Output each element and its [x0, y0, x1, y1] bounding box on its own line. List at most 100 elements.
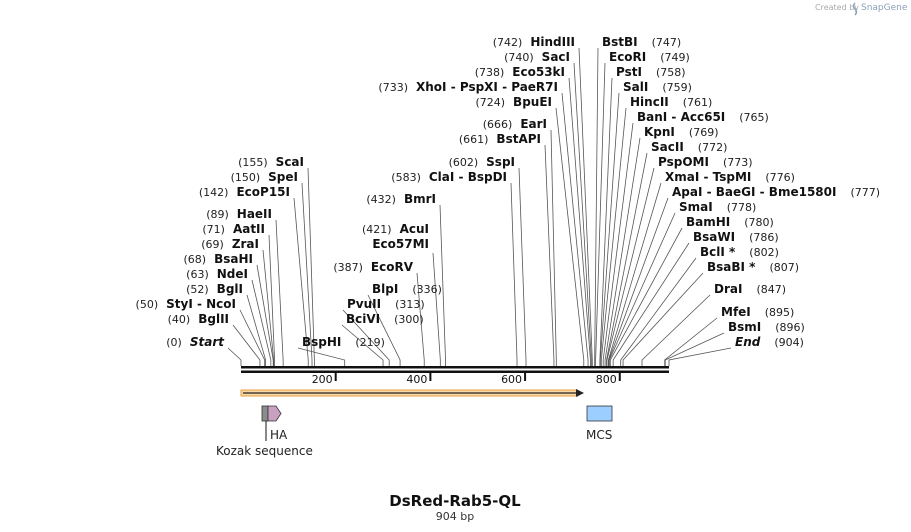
cut-line-sacI: [573, 62, 592, 366]
site-claI[interactable]: ClaI - BspDI(583): [391, 170, 507, 184]
kozak-feature[interactable]: [261, 405, 269, 422]
site-mfeI[interactable]: MfeI(895): [721, 305, 794, 319]
cut-line-earI: [550, 129, 557, 366]
site-bmrI[interactable]: BmrI(432): [366, 192, 436, 206]
site-styI[interactable]: StyI - NcoI(50): [136, 297, 236, 311]
site-name: AcuI: [400, 222, 429, 236]
site-ecoP15I[interactable]: EcoP15I(142): [199, 185, 290, 199]
site-bstBI[interactable]: BstBI(747): [602, 35, 681, 49]
site-earI[interactable]: EarI(666): [483, 117, 547, 131]
site-position: (142): [199, 186, 229, 199]
site-name: BsaBI *: [707, 260, 756, 274]
mcs-feature[interactable]: [586, 405, 613, 422]
cut-line-bstAPI: [544, 144, 555, 366]
site-name: EcoRI: [609, 50, 646, 64]
site-position: (786): [749, 231, 779, 244]
site-position: (765): [739, 111, 769, 124]
ha-label: HA: [270, 428, 288, 442]
ha-feature[interactable]: [267, 405, 282, 422]
cut-line-hindIII: [578, 47, 593, 366]
cut-line-ecoRI: [595, 62, 606, 366]
site-smaI[interactable]: SmaI(778): [679, 200, 756, 214]
cut-line-pspOMI: [606, 167, 655, 366]
site-bamHI[interactable]: BamHI(780): [686, 215, 774, 229]
ruler-tick: [618, 373, 621, 381]
site-sacI[interactable]: SacI(740): [504, 50, 570, 64]
site-bsaBI[interactable]: BsaBI *(807): [707, 260, 799, 274]
cut-line-ndeI: [251, 279, 272, 366]
site-position: (802): [749, 246, 779, 259]
site-eco53kI[interactable]: Eco53kI(738): [475, 65, 565, 79]
site-scaI[interactable]: ScaI(155): [238, 155, 304, 169]
cut-line-bspHI: [297, 347, 346, 366]
site-haeII[interactable]: HaeII(89): [206, 207, 272, 221]
site-zraI[interactable]: ZraI(69): [201, 237, 259, 251]
site-bspHI[interactable]: BspHI(219): [302, 335, 385, 349]
site-banI[interactable]: BanI - Acc65I(765): [637, 110, 769, 124]
site-apaI[interactable]: ApaI - BaeGI - Bme1580I(777): [672, 185, 880, 199]
site-bstAPI[interactable]: BstAPI(661): [459, 132, 541, 146]
site-bpuEI[interactable]: BpuEI(724): [475, 95, 552, 109]
kozak-label: Kozak sequence: [216, 444, 313, 458]
site-name: BsmI: [728, 320, 761, 334]
site-draI[interactable]: DraI(847): [714, 282, 786, 296]
site-bclI[interactable]: BclI *(802): [700, 245, 779, 259]
site-position: (336): [412, 283, 442, 296]
site-hincII[interactable]: HincII(761): [630, 95, 712, 109]
cut-line-bmrI: [439, 204, 446, 366]
site-acuI[interactable]: AcuI(421)Eco57MI: [362, 222, 429, 251]
cut-line-apaI: [608, 197, 669, 366]
site-pspOMI[interactable]: PspOMI(773): [658, 155, 753, 169]
site-position: (50): [136, 298, 159, 311]
site-sspI[interactable]: SspI(602): [449, 155, 515, 169]
site-name: MfeI: [721, 305, 751, 319]
site-position: (740): [504, 51, 534, 64]
site-end[interactable]: End(904): [735, 335, 804, 349]
site-kpnI[interactable]: KpnI(769): [644, 125, 719, 139]
site-ndeI[interactable]: NdeI(63): [186, 267, 248, 281]
site-salI[interactable]: SalI(759): [623, 80, 692, 94]
site-xmaI[interactable]: XmaI - TspMI(776): [665, 170, 795, 184]
site-hindIII[interactable]: HindIII(742): [493, 35, 575, 49]
site-aatII[interactable]: AatII(71): [202, 222, 265, 236]
site-position: (666): [483, 118, 513, 131]
site-name: End: [735, 335, 761, 349]
site-name: PvuII: [347, 297, 381, 311]
cut-line-claI: [510, 182, 518, 366]
cut-line-bpuEI: [555, 107, 585, 366]
site-ecoRV[interactable]: EcoRV(387): [333, 260, 413, 274]
site-bciVI[interactable]: BciVI(300): [346, 312, 424, 326]
site-blpI[interactable]: BlpI(336): [372, 282, 442, 296]
site-name: ScaI: [276, 155, 304, 169]
site-position: (759): [662, 81, 692, 94]
site-bsaWI[interactable]: BsaWI (786): [693, 230, 779, 244]
site-name: BamHI: [686, 215, 730, 229]
site-name: BsaWI: [693, 230, 735, 244]
cut-line-draI: [641, 294, 711, 366]
site-ecoRI[interactable]: EcoRI(749): [609, 50, 690, 64]
site-bglI[interactable]: BglI(52): [186, 282, 243, 296]
cut-line-bsaHI: [256, 264, 274, 366]
site-sacII[interactable]: SacII(772): [651, 140, 727, 154]
site-start[interactable]: Start(0): [166, 335, 225, 349]
site-pvuII[interactable]: PvuII(313): [347, 297, 425, 311]
site-xhoI[interactable]: XhoI - PspXI - PaeR7I(733): [378, 80, 558, 94]
site-bglII[interactable]: BglII(40): [168, 312, 229, 326]
cut-line-salI: [599, 92, 620, 366]
site-name: BpuEI: [513, 95, 552, 109]
cut-line-blpI: [367, 294, 401, 366]
site-name: EcoRV: [371, 260, 414, 274]
site-position: (52): [186, 283, 209, 296]
orf-arrow[interactable]: [240, 389, 584, 397]
site-bsaHI[interactable]: BsaHI(68): [184, 252, 254, 266]
site-position: (219): [355, 336, 385, 349]
site-name: BsaHI: [214, 252, 253, 266]
site-pstI[interactable]: PstI(758): [616, 65, 686, 79]
cut-line-xmaI: [607, 182, 662, 366]
site-bsmI[interactable]: BsmI(896): [728, 320, 805, 334]
site-name: NdeI: [217, 267, 248, 281]
site-position: (89): [206, 208, 229, 221]
site-speI[interactable]: SpeI(150): [231, 170, 298, 184]
cut-line-bamHI: [609, 227, 683, 366]
